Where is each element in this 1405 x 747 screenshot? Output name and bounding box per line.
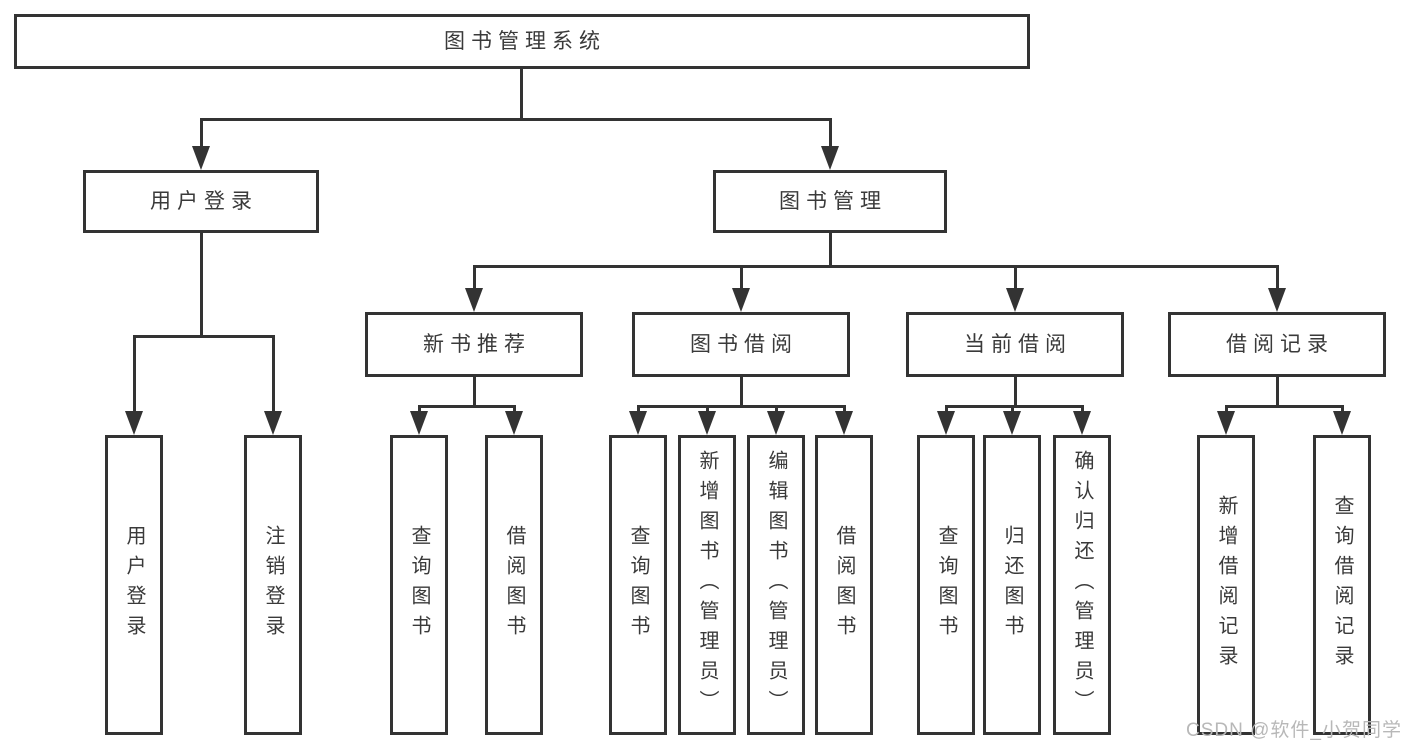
connector-split	[133, 335, 275, 338]
arrow-down	[629, 411, 647, 435]
connector-split	[637, 405, 846, 408]
node-label: 图书管理系统	[444, 30, 606, 53]
connector-stem	[200, 118, 203, 148]
connector-stem	[418, 405, 421, 413]
leaf-records-query-record: 查询借阅记录	[1313, 435, 1371, 735]
arrow-down	[767, 411, 785, 435]
connector-stem	[1011, 405, 1014, 413]
node-book-borrowing: 图书借阅	[632, 312, 850, 377]
leaf-label: 确认归还（管理员）	[1071, 450, 1093, 720]
leaf-borrowing-borrow-books: 借阅图书	[815, 435, 873, 735]
arrow-down	[410, 411, 428, 435]
connector-stem	[272, 335, 275, 413]
leaf-label: 用户登录	[123, 525, 145, 645]
arrow-down	[264, 411, 282, 435]
node-label: 当前借阅	[964, 333, 1072, 356]
leaf-borrowing-query-books: 查询图书	[609, 435, 667, 735]
connector-split	[1225, 405, 1343, 408]
node-current-borrowing: 当前借阅	[906, 312, 1124, 377]
leaf-recommend-borrow-books: 借阅图书	[485, 435, 543, 735]
leaf-logout: 注销登录	[244, 435, 302, 735]
arrow-down	[192, 146, 210, 170]
connector-stem	[133, 335, 136, 413]
arrow-down	[835, 411, 853, 435]
csdn-watermark: CSDN @软件_小贺同学	[1186, 720, 1402, 741]
connector-stem	[513, 405, 516, 413]
leaf-label: 借阅图书	[833, 525, 855, 645]
arrow-down	[1268, 288, 1286, 312]
leaf-label: 新增借阅记录	[1215, 495, 1237, 675]
leaf-user-login: 用户登录	[105, 435, 163, 735]
leaf-records-add-record: 新增借阅记录	[1197, 435, 1255, 735]
arrow-down	[732, 288, 750, 312]
connector-stem	[1014, 377, 1017, 407]
leaf-current-confirm-return-admin: 确认归还（管理员）	[1053, 435, 1111, 735]
connector-stem	[1081, 405, 1084, 413]
node-library-management-system: 图书管理系统	[14, 14, 1030, 69]
connector-stem	[829, 118, 832, 148]
connector-stem	[775, 405, 778, 413]
leaf-current-return-books: 归还图书	[983, 435, 1041, 735]
arrow-down	[937, 411, 955, 435]
arrow-down	[125, 411, 143, 435]
leaf-label: 编辑图书（管理员）	[765, 450, 787, 720]
node-user-login: 用户登录	[83, 170, 319, 233]
node-new-book-recommend: 新书推荐	[365, 312, 583, 377]
node-label: 借阅记录	[1226, 333, 1334, 356]
connector-stem	[473, 377, 476, 407]
leaf-recommend-query-books: 查询图书	[390, 435, 448, 735]
leaf-borrowing-add-books-admin: 新增图书（管理员）	[678, 435, 736, 735]
leaf-label: 查询借阅记录	[1331, 495, 1353, 675]
connector-split	[945, 405, 1084, 408]
leaf-label: 查询图书	[408, 525, 430, 645]
connector-stem	[945, 405, 948, 413]
connector-stem	[1341, 405, 1344, 413]
leaf-borrowing-edit-books-admin: 编辑图书（管理员）	[747, 435, 805, 735]
leaf-label: 查询图书	[935, 525, 957, 645]
arrow-down	[505, 411, 523, 435]
connector-stem	[637, 405, 640, 413]
connector-root-split	[200, 118, 832, 121]
connector-stem	[740, 265, 743, 292]
node-label: 图书借阅	[690, 333, 798, 356]
arrow-down	[465, 288, 483, 312]
leaf-label: 查询图书	[627, 525, 649, 645]
arrow-down	[821, 146, 839, 170]
node-label: 用户登录	[150, 190, 258, 213]
connector-stem	[740, 377, 743, 407]
leaf-label: 新增图书（管理员）	[696, 450, 718, 720]
arrow-down	[1003, 411, 1021, 435]
leaf-label: 归还图书	[1001, 525, 1023, 645]
arrow-down	[1006, 288, 1024, 312]
arrow-down	[1333, 411, 1351, 435]
connector-stem	[1014, 265, 1017, 292]
arrow-down	[1073, 411, 1091, 435]
node-label: 图书管理	[779, 190, 887, 213]
connector-stem	[1276, 377, 1279, 407]
leaf-current-query-books: 查询图书	[917, 435, 975, 735]
connector-stem	[829, 233, 832, 267]
arrow-down	[1217, 411, 1235, 435]
leaf-label: 借阅图书	[503, 525, 525, 645]
arrow-down	[698, 411, 716, 435]
connector-stem	[473, 265, 476, 292]
connector-stem	[200, 233, 203, 337]
connector-stem	[1225, 405, 1228, 413]
node-book-management: 图书管理	[713, 170, 947, 233]
connector-stem	[843, 405, 846, 413]
connector-split	[418, 405, 516, 408]
node-label: 新书推荐	[423, 333, 531, 356]
node-borrowing-records: 借阅记录	[1168, 312, 1386, 377]
connector-root-stem	[520, 69, 523, 120]
connector-stem	[706, 405, 709, 413]
connector-split	[473, 265, 1279, 268]
connector-stem	[1276, 265, 1279, 292]
leaf-label: 注销登录	[262, 525, 284, 645]
